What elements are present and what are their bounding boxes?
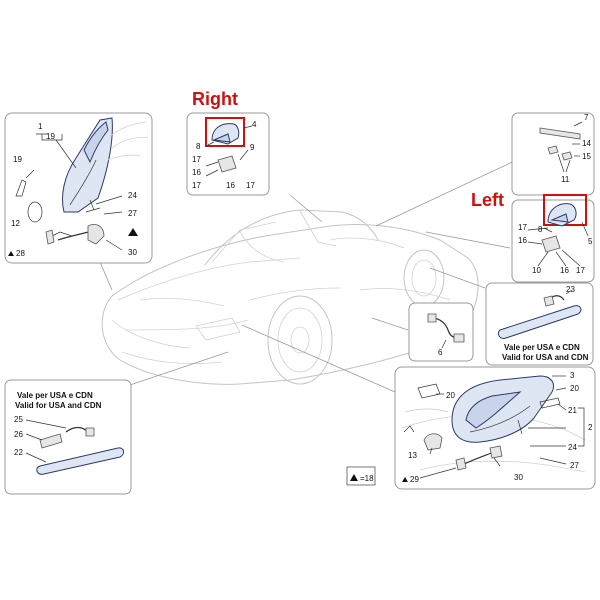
callout-b-20-bracket: 20 — [446, 391, 455, 400]
detail-box-right: Right 4 8 9 17 16 17 16 17 — [186, 89, 270, 196]
legend-text: =18 — [360, 474, 374, 483]
callout-right-16a: 16 — [192, 168, 201, 177]
callout-28: 28 — [16, 249, 25, 258]
callout-6: 6 — [438, 348, 443, 357]
detail-box-headlight-bottom-right: 3 20 20 21 2 24 13 29 30 27 — [394, 366, 596, 490]
callout-right-9: 9 — [250, 143, 255, 152]
callout-right-8: 8 — [196, 142, 201, 151]
callout-left-16b: 16 — [560, 266, 569, 275]
detail-box-side-marker: 23 Vale per USA e CDN Valid for USA and … — [485, 282, 594, 366]
callout-left-17: 17 — [518, 223, 527, 232]
right-side-title: Right — [192, 89, 238, 109]
callout-14: 14 — [582, 139, 591, 148]
callout-12: 12 — [11, 219, 20, 228]
callout-19-bracket: 19 — [13, 155, 22, 164]
callout-24: 24 — [128, 191, 137, 200]
detail-box-left: Left 17 8 5 16 10 16 17 — [471, 190, 595, 283]
callout-22: 22 — [14, 448, 23, 457]
callout-b-30: 30 — [514, 473, 523, 482]
callout-b-13: 13 — [408, 451, 417, 460]
callout-27: 27 — [128, 209, 137, 218]
callout-left-16: 16 — [518, 236, 527, 245]
usa-note-it-left: Vale per USA e CDN — [17, 391, 93, 400]
callout-b-20: 20 — [570, 384, 579, 393]
callout-b-2: 2 — [588, 423, 593, 432]
callout-right-16b: 16 — [226, 181, 235, 190]
usa-note-it-right: Vale per USA e CDN — [504, 343, 580, 352]
callout-left-17b: 17 — [576, 266, 585, 275]
callout-11: 11 — [561, 175, 570, 184]
callout-right-17c: 17 — [246, 181, 255, 190]
detail-box-front-marker: Vale per USA e CDN Valid for USA and CDN… — [4, 379, 132, 495]
callout-30: 30 — [128, 248, 137, 257]
callout-left-8: 8 — [538, 225, 543, 234]
callout-b-24: 24 — [568, 443, 577, 452]
detail-box-wire: 6 — [408, 302, 474, 362]
right-highlight-frame — [205, 117, 245, 147]
leader-lines — [99, 155, 526, 393]
callout-25: 25 — [14, 415, 23, 424]
legend: =18 — [346, 466, 376, 486]
callout-26: 26 — [14, 430, 23, 439]
triangle-marker-icon — [350, 474, 358, 481]
usa-note-en-right: Valid for USA and CDN — [502, 353, 589, 362]
callout-left-10: 10 — [532, 266, 541, 275]
callout-right-4: 4 — [252, 120, 257, 129]
usa-note-en-left: Valid for USA and CDN — [15, 401, 102, 410]
callout-1: 1 — [38, 122, 43, 131]
callout-19: 19 — [46, 132, 55, 141]
callout-b-21: 21 — [568, 406, 577, 415]
detail-box-headlight-top-left: 1 19 19 12 28 24 27 30 — [4, 112, 153, 264]
left-side-title: Left — [471, 190, 504, 210]
detail-box-top-right: 7 14 15 11 — [511, 112, 595, 196]
callout-b-27: 27 — [570, 461, 579, 470]
callout-15: 15 — [582, 152, 591, 161]
callout-23: 23 — [566, 285, 575, 294]
callout-b-3: 3 — [570, 371, 575, 380]
callout-left-5: 5 — [588, 237, 593, 246]
callout-b-29: 29 — [410, 475, 419, 484]
callout-7: 7 — [584, 113, 589, 122]
callout-right-17a: 17 — [192, 155, 201, 164]
callout-right-17b: 17 — [192, 181, 201, 190]
